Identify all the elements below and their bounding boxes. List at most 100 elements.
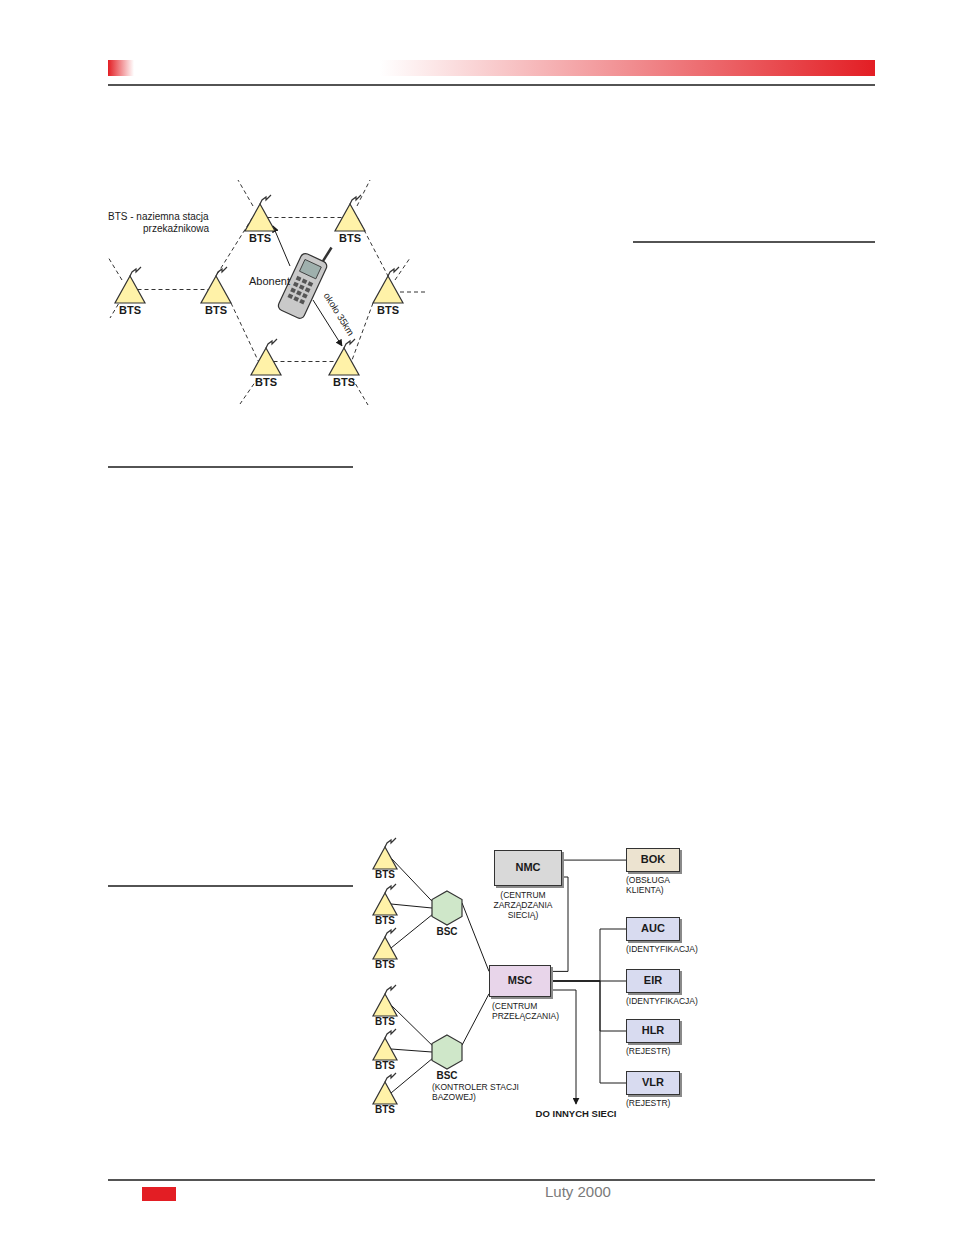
node-name: BTS	[363, 1060, 407, 1072]
antenna-signal	[385, 838, 396, 847]
node-caption: (REJESTR)	[626, 1047, 726, 1057]
connector-line	[551, 877, 568, 971]
cell-border	[108, 180, 425, 405]
node-name: BOK	[626, 853, 680, 866]
phone-key	[293, 282, 299, 288]
node-name: BTS	[363, 304, 413, 317]
antenna-signal	[350, 195, 361, 204]
node-name: BTS	[105, 304, 155, 317]
node-name: EIR	[626, 974, 680, 987]
antenna-signal	[385, 1073, 396, 1082]
phone-key	[302, 293, 308, 299]
antenna-signal	[344, 339, 355, 348]
network-box: HLR(REJESTR)	[626, 1019, 680, 1043]
connector-line	[391, 915, 432, 948]
antenna-signal	[388, 267, 399, 276]
antenna-signal	[266, 339, 277, 348]
node-caption: (CENTRUM ZARZĄDZANIA SIECIĄ)	[486, 891, 560, 920]
hexagon-outline	[432, 891, 462, 925]
node-name: AUC	[626, 922, 680, 935]
node-name: BTS	[325, 232, 375, 245]
antenna-triangle	[373, 893, 397, 915]
bts-station: BTS	[251, 348, 281, 375]
antenna-triangle	[335, 204, 365, 231]
node-name: VLR	[626, 1076, 680, 1089]
phone-key	[307, 281, 313, 287]
header-bar	[380, 60, 875, 76]
node-name: BTS	[235, 232, 285, 245]
antenna-signal	[385, 985, 396, 994]
phone-key	[299, 284, 305, 290]
node-name: BSC	[422, 1070, 472, 1082]
antenna-triangle	[373, 994, 397, 1016]
phone-key	[287, 293, 293, 299]
phone-key	[296, 290, 302, 296]
phone-key	[299, 299, 305, 305]
legend-note: BTS - naziemna stacja przekaźnikowa	[108, 211, 268, 235]
bts-station: BTS	[373, 994, 397, 1016]
bts-station: BTS	[115, 276, 145, 303]
network-box: EIR(IDENTYFIKACJA)	[626, 969, 680, 993]
distance-label: około 35km	[321, 290, 356, 337]
antenna-triangle	[373, 276, 403, 303]
antenna-signal	[260, 195, 271, 204]
connector-line	[562, 860, 626, 861]
subscriber-label: Abonent	[249, 275, 299, 288]
node-caption: (REJESTR)	[626, 1099, 726, 1109]
antenna-signal	[130, 267, 141, 276]
connector-line	[551, 981, 626, 1031]
bts-station: BTS	[335, 204, 365, 231]
bts-station: BTS	[201, 276, 231, 303]
connector-line	[231, 303, 259, 362]
exit-label: DO INNYCH SIECI	[536, 1108, 617, 1119]
network-exit-arrow	[541, 990, 576, 1104]
bts-station: BTS	[373, 847, 397, 869]
bts-station: BTS	[373, 1082, 397, 1104]
bts-station: BTS	[373, 937, 397, 959]
antenna-triangle	[373, 847, 397, 869]
phone-key	[296, 276, 302, 282]
antenna-signal	[385, 928, 396, 937]
node-caption: (CENTRUM PRZEŁĄCZANIA)	[492, 1002, 566, 1022]
node-name: BTS	[363, 915, 407, 927]
network-box: AUC(IDENTYFIKACJA)	[626, 917, 680, 941]
connector-line	[462, 994, 489, 1045]
bts-station: BTS	[329, 348, 359, 375]
node-name: NMC	[494, 861, 562, 874]
antenna-triangle	[115, 276, 145, 303]
antenna-triangle	[373, 1082, 397, 1104]
bsc-controller: BSC(KONTROLER STACJI BAZOWEJ)	[432, 1035, 462, 1069]
network-box: MSC(CENTRUM PRZEŁĄCZANIA)	[489, 965, 551, 997]
header-bar	[108, 60, 134, 76]
node-name: BTS	[241, 376, 291, 389]
node-name: BTS	[191, 304, 241, 317]
column-rule	[108, 885, 353, 887]
network-box: NMC(CENTRUM ZARZĄDZANIA SIECIĄ)	[494, 850, 562, 886]
bts-station: BTS	[373, 1038, 397, 1060]
node-caption: (IDENTYFIKACJA)	[626, 945, 726, 955]
bts-station: BTS	[373, 893, 397, 915]
connector-line	[138, 289, 209, 290]
connector-line	[391, 1005, 432, 1045]
connector-line	[268, 217, 343, 218]
phone-key	[305, 287, 311, 293]
phone-key	[293, 296, 299, 302]
node-name: BTS	[363, 959, 407, 971]
connector-line	[462, 903, 489, 972]
hexagon-outline	[432, 1035, 462, 1069]
node-name: BTS	[363, 1016, 407, 1028]
node-name: BTS	[363, 869, 407, 881]
bts-station: BTS	[373, 276, 403, 303]
antenna-triangle	[201, 276, 231, 303]
antenna-triangle	[251, 348, 281, 375]
node-name: BTS	[319, 376, 369, 389]
column-rule	[108, 466, 353, 468]
column-rule	[633, 241, 875, 243]
node-caption: (KONTROLER STACJI BAZOWEJ)	[432, 1083, 522, 1103]
connector-line	[551, 929, 626, 981]
antenna-signal	[385, 884, 396, 893]
network-box: BOK(OBSŁUGA KLIENTA)	[626, 848, 680, 872]
connector-line	[391, 1059, 432, 1093]
